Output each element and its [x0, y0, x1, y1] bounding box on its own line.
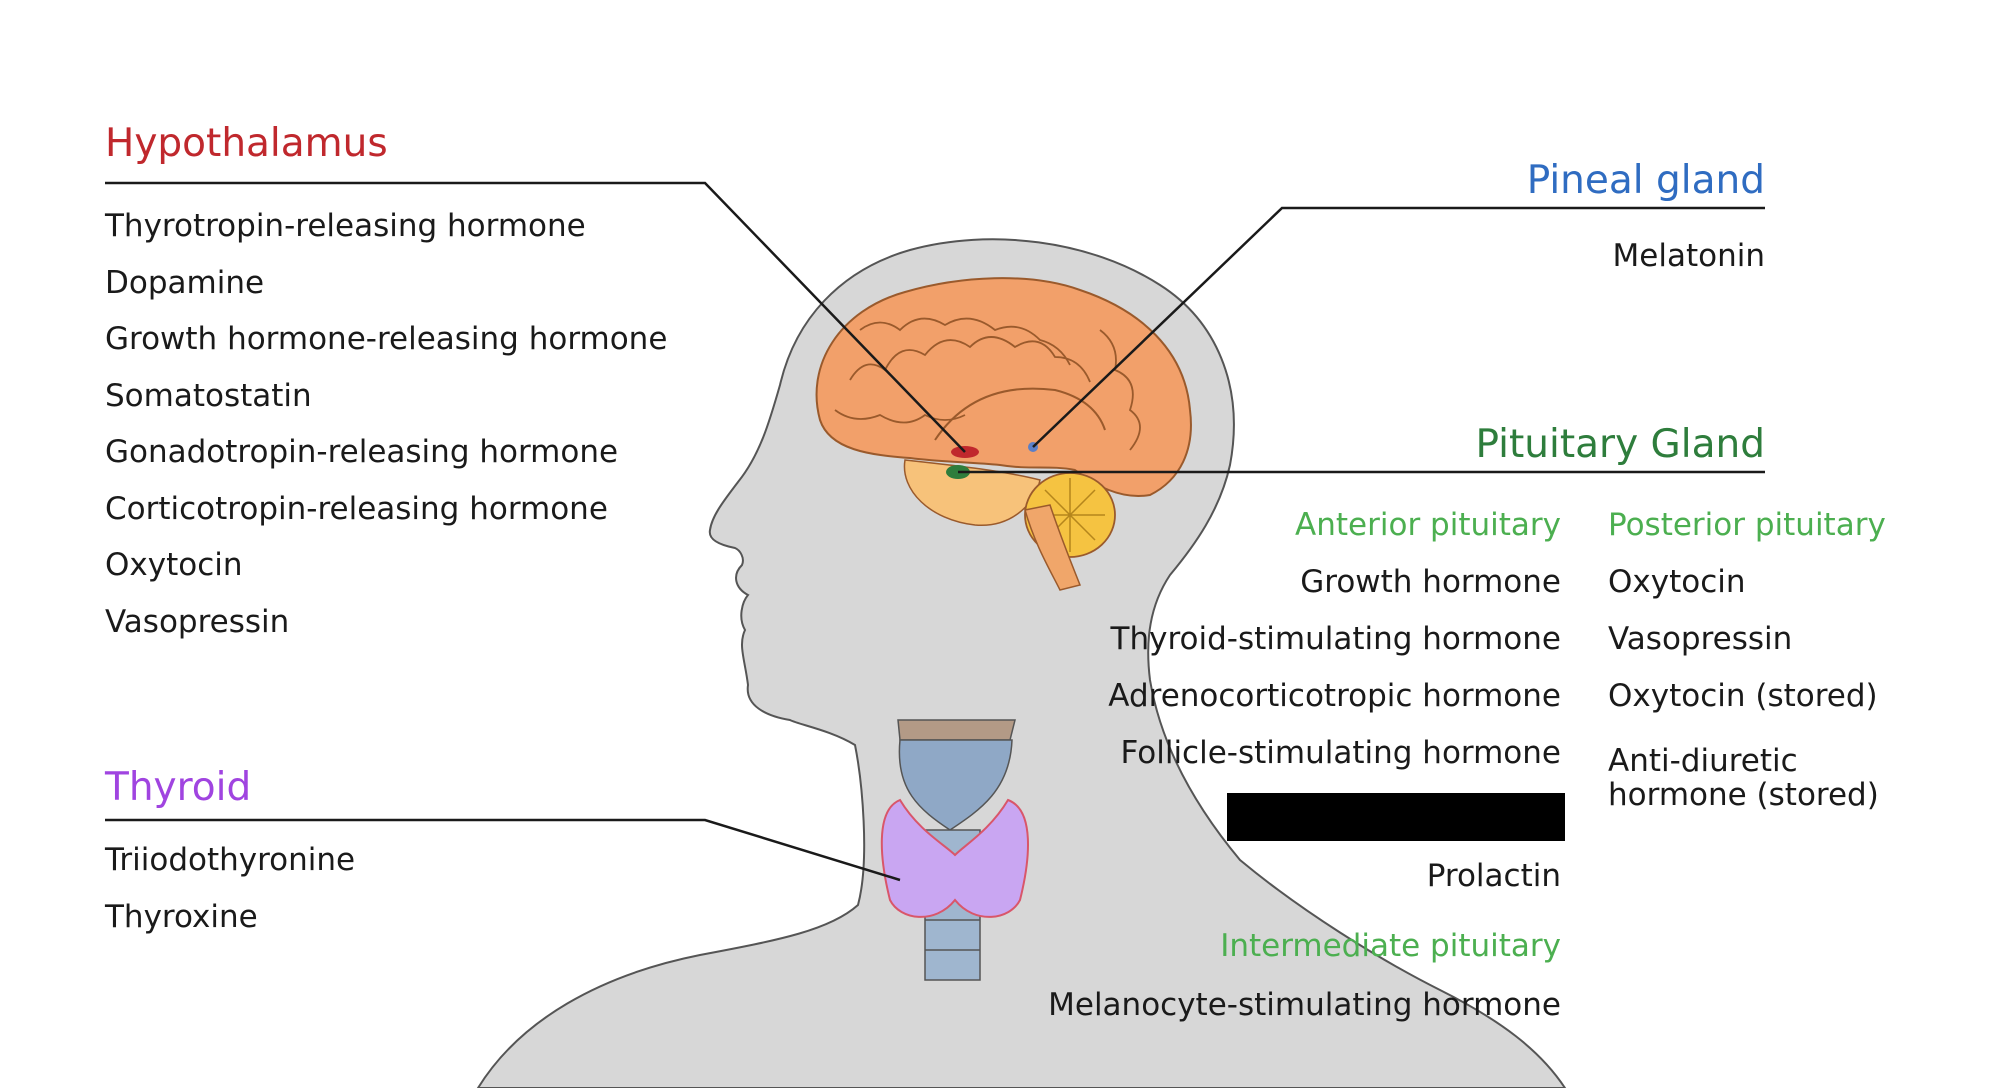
thyroid-gland-icon	[880, 719, 1030, 981]
list-item: Adrenocorticotropic hormone	[1108, 678, 1561, 714]
anterior-pituitary-prolactin: Prolactin	[1426, 858, 1561, 894]
list-item: Dopamine	[105, 264, 265, 301]
hypothalamus-hormone-list: Thyrotropin-releasing hormone Dopamine G…	[105, 207, 667, 659]
list-item: Gonadotropin-releasing hormone	[105, 434, 619, 470]
list-item: Vasopressin	[105, 603, 290, 640]
posterior-pituitary-adh-line1: Anti-diuretic	[1608, 743, 1798, 779]
list-item: Growth hormone	[1300, 564, 1561, 600]
pineal-leader-line	[1032, 206, 1765, 448]
list-item: Corticotropin-releasing hormone	[105, 490, 608, 527]
brain-icon	[815, 277, 1192, 591]
list-item: Vasopressin	[1608, 621, 1793, 657]
anterior-pituitary-title: Anterior pituitary	[1295, 507, 1561, 543]
head-silhouette-icon	[476, 238, 1567, 1088]
posterior-pituitary-title: Posterior pituitary	[1608, 507, 1886, 543]
list-item: Triiodothyronine	[105, 842, 356, 878]
list-item: Follicle-stimulating hormone	[1120, 735, 1561, 771]
list-item: Somatostatin	[105, 377, 312, 414]
posterior-pituitary-adh-line2: hormone (stored)	[1608, 777, 1879, 813]
list-item: Thyroxine	[105, 898, 258, 935]
list-item: Growth hormone-releasing hormone	[105, 321, 668, 357]
list-item: Oxytocin (stored)	[1608, 678, 1878, 714]
list-item: Oxytocin	[105, 547, 243, 583]
pineal-title: Pineal gland	[1526, 158, 1765, 203]
list-item: Thyroid-stimulating hormone	[1110, 621, 1561, 657]
thyroid-hormone-list: Triiodothyronine Thyroxine	[105, 841, 355, 954]
intermediate-pituitary-hormone: Melanocyte-stimulating hormone	[1048, 987, 1561, 1023]
thyroid-title: Thyroid	[105, 765, 252, 810]
intermediate-pituitary-title: Intermediate pituitary	[1220, 928, 1561, 964]
anterior-pituitary-list: Growth hormone Thyroid-stimulating hormo…	[1108, 563, 1561, 796]
leader-lines	[105, 181, 1765, 882]
posterior-pituitary-list: Oxytocin Vasopressin Oxytocin (stored)	[1608, 563, 1878, 734]
pituitary-title: Pituitary Gland	[1475, 422, 1765, 467]
list-item: Oxytocin	[1608, 564, 1746, 600]
redaction-bar	[1227, 793, 1565, 841]
pineal-hormone: Melatonin	[1612, 238, 1765, 274]
list-item: Thyrotropin-releasing hormone	[105, 208, 586, 244]
thyroid-leader-line	[105, 818, 901, 882]
hypothalamus-leader-line	[105, 181, 966, 453]
hypothalamus-title: Hypothalamus	[105, 121, 388, 166]
